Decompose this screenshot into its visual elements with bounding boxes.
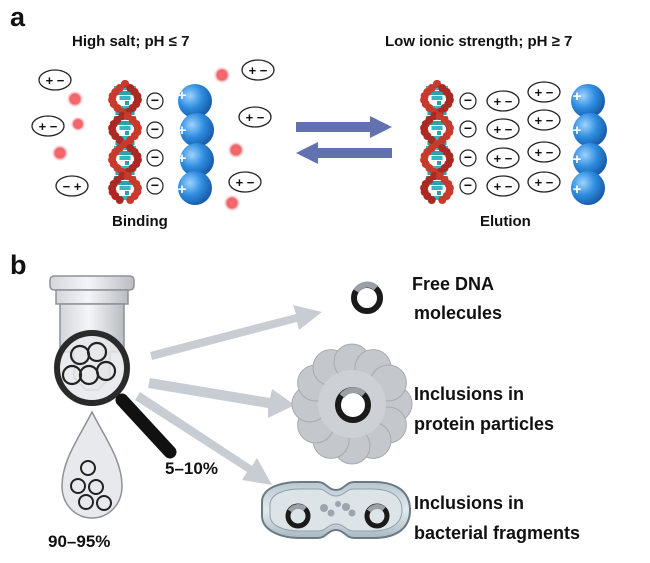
elution-caption: Elution bbox=[480, 213, 531, 230]
outcome-3-line2: bacterial fragments bbox=[414, 523, 580, 543]
svg-text:+ −: + − bbox=[494, 94, 513, 109]
svg-text:+ −: + − bbox=[46, 73, 65, 88]
binding-matrix-left: + + + + − − − − bbox=[146, 84, 214, 205]
svg-text:− +: − + bbox=[63, 179, 82, 194]
eluted-percent: 90–95% bbox=[48, 532, 110, 551]
panel-a-letter: a bbox=[10, 2, 26, 32]
outcome-1-line2: molecules bbox=[414, 303, 502, 323]
dna-minus-signs-left bbox=[146, 92, 164, 195]
outcome-2-line1: Inclusions in bbox=[414, 384, 524, 404]
equilibrium-arrows bbox=[296, 116, 392, 164]
svg-text:+ −: + − bbox=[236, 175, 255, 190]
svg-text:+ −: + − bbox=[494, 122, 513, 137]
bead-plus-signs-left: + + + + bbox=[178, 87, 187, 198]
protein-inclusion-plasmid-icon bbox=[335, 387, 371, 423]
bead-plus-signs-right: + + + + bbox=[573, 88, 582, 198]
positive-beads-left bbox=[178, 84, 214, 205]
dna-minus-text-right: − − − − bbox=[464, 92, 472, 193]
svg-text:+ −: + − bbox=[39, 119, 58, 134]
protein-particle-icon bbox=[291, 343, 413, 465]
svg-text:−: − bbox=[464, 149, 472, 165]
outcome-arrows bbox=[135, 305, 322, 485]
dna-helix-right bbox=[420, 80, 454, 204]
svg-text:+ −: + − bbox=[246, 110, 265, 125]
svg-text:+ −: + − bbox=[535, 113, 554, 128]
eluate-drop-icon bbox=[61, 410, 123, 519]
salt-ions-left: + − + − − + + − + − + − bbox=[31, 59, 275, 212]
dna-minus-text-left: − − − − bbox=[151, 92, 159, 193]
svg-text:+: + bbox=[178, 122, 187, 139]
svg-text:−: − bbox=[151, 177, 159, 193]
magnifying-glass-icon bbox=[54, 330, 177, 459]
svg-text:−: − bbox=[464, 92, 472, 108]
dna-minus-signs-right bbox=[459, 92, 477, 195]
binding-matrix-right: + + + + − − − − bbox=[459, 84, 607, 205]
right-condition-label: Low ionic strength; pH ≥ 7 bbox=[385, 33, 572, 50]
svg-text:+: + bbox=[178, 150, 187, 167]
svg-text:−: − bbox=[464, 177, 472, 193]
dna-helix-left bbox=[108, 80, 142, 204]
svg-text:+: + bbox=[178, 181, 187, 198]
binding-caption: Binding bbox=[112, 213, 168, 230]
svg-text:+: + bbox=[178, 87, 187, 104]
svg-text:+ −: + − bbox=[249, 63, 268, 78]
bacterial-fragment-icon bbox=[261, 481, 412, 539]
left-condition-label: High salt; pH ≤ 7 bbox=[72, 33, 189, 50]
svg-text:+ −: + − bbox=[535, 145, 554, 160]
svg-text:+ −: + − bbox=[494, 151, 513, 166]
svg-text:+: + bbox=[573, 151, 582, 168]
outcome-1-line1: Free DNA bbox=[412, 274, 494, 294]
svg-text:+: + bbox=[573, 181, 582, 198]
svg-text:+ −: + − bbox=[535, 175, 554, 190]
free-dna-plasmid-icon bbox=[351, 281, 383, 314]
svg-text:−: − bbox=[151, 121, 159, 137]
retained-percent: 5–10% bbox=[165, 459, 218, 478]
positive-beads-right bbox=[571, 84, 607, 205]
panel-b-letter: b bbox=[10, 250, 27, 280]
outcome-2-line2: protein particles bbox=[414, 414, 554, 434]
svg-text:+: + bbox=[573, 88, 582, 105]
salt-ions-right: + − + − + − + − + − + − + − + − bbox=[486, 81, 561, 197]
svg-text:+ −: + − bbox=[494, 179, 513, 194]
svg-text:+ −: + − bbox=[535, 85, 554, 100]
svg-text:−: − bbox=[151, 149, 159, 165]
svg-text:+: + bbox=[573, 122, 582, 139]
svg-text:−: − bbox=[151, 92, 159, 108]
svg-text:−: − bbox=[464, 120, 472, 136]
outcome-3-line1: Inclusions in bbox=[414, 493, 524, 513]
